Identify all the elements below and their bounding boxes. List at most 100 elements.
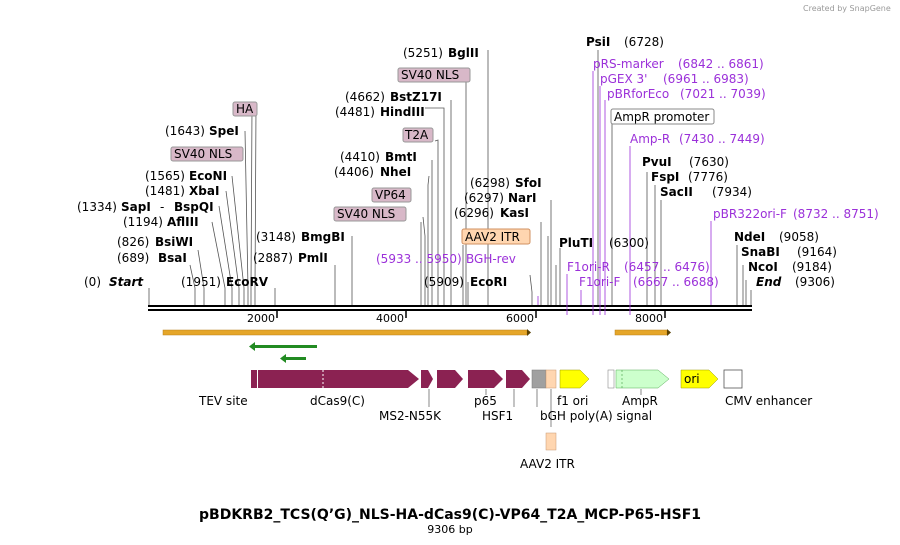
feature-labels: TEV site dCas9(C) MS2-N55K p65 HSF1 f1 o… — [198, 394, 812, 471]
dcas9-feature — [258, 370, 419, 388]
ruler-tick-6000: 6000 — [506, 312, 534, 325]
site-name: PsiI — [586, 35, 610, 49]
f1-ori-label: f1 ori — [557, 394, 588, 408]
snapgene-credit: Created by SnapGene — [803, 4, 891, 13]
site-name: BmgBI — [301, 230, 345, 244]
site-name: SapI — [121, 200, 151, 214]
aav2-itr-feature — [545, 369, 557, 389]
site-pos: (5251) — [403, 46, 443, 60]
site-name: EcoRI — [470, 275, 507, 289]
site-pos: (9164) — [797, 245, 837, 259]
primer-name: F1ori-F — [579, 275, 620, 289]
feature-row: ori — [251, 369, 743, 451]
cmv-enhancer-label: CMV enhancer — [725, 394, 812, 408]
ha-tag-label: HA — [236, 102, 254, 116]
p65-feature — [468, 370, 503, 388]
primer-range: (6961 .. 6983) — [663, 72, 749, 86]
primer-range: (6667 .. 6688) — [633, 275, 719, 289]
ruler-tick-4000: 4000 — [376, 312, 404, 325]
ampr-label: AmpR — [622, 394, 658, 408]
sv40-mid-label: SV40 NLS — [337, 207, 395, 221]
primer-range: (6457 .. 6476) — [624, 260, 710, 274]
cmv-enhancer-feature — [723, 369, 743, 389]
site-name: End — [756, 275, 782, 289]
hsf1-feature — [506, 370, 530, 388]
primer-name: pRS-marker — [593, 57, 664, 71]
site-pos: (1481) — [145, 184, 185, 198]
site-pos: (6296) — [454, 206, 494, 220]
ori-feature — [680, 369, 719, 389]
site-name: Start — [109, 275, 144, 289]
site-pos: (4406) — [334, 165, 374, 179]
t2a-label: T2A — [404, 128, 429, 142]
site-pos: (9184) — [792, 260, 832, 274]
backbone — [148, 305, 752, 311]
site-pos: (9306) — [795, 275, 835, 289]
site-pos: (4662) — [345, 90, 385, 104]
site-name: NdeI — [734, 230, 765, 244]
ampr-promoter-label: AmpR promoter — [614, 110, 709, 124]
primer-range: (5933 .. 5950) — [376, 252, 462, 266]
primer-name: pGEX 3' — [600, 72, 647, 86]
ms2-n55k-feature — [437, 370, 463, 388]
bgh-polya-label: bGH poly(A) signal — [540, 409, 652, 423]
site-name: BmtI — [385, 150, 417, 164]
primer-leaders — [537, 71, 712, 315]
site-name: KasI — [500, 206, 529, 220]
primer-name: pBR322ori-F — [713, 207, 787, 221]
site-name: PvuI — [642, 155, 672, 169]
site-leaders — [148, 50, 752, 305]
ruler-tick-2000: 2000 — [247, 312, 275, 325]
ori-label: ori — [684, 372, 700, 386]
primer-range: (7430 .. 7449) — [679, 132, 765, 146]
left-sites: (1643) SpeI (1565) EcoNI (1481) XbaI (13… — [77, 124, 345, 289]
site-pos: (1643) — [165, 124, 205, 138]
primer-name: F1ori-R — [567, 260, 610, 274]
aav2-itr-tag-label: AAV2 ITR — [465, 230, 520, 244]
tev-site-label: TEV site — [198, 394, 248, 408]
primer-range: (6842 .. 6861) — [678, 57, 764, 71]
site-pos: (6300) — [609, 236, 649, 250]
site-name: AflIII — [167, 215, 199, 229]
site-pos: (7934) — [712, 185, 752, 199]
site-name: BglII — [448, 46, 479, 60]
site-name: BsaI — [158, 251, 187, 265]
site-name: EcoNI — [189, 169, 227, 183]
site-name: BspQI — [174, 200, 214, 214]
svg-text:-: - — [160, 200, 164, 214]
site-pos: (1334) — [77, 200, 117, 214]
f1-ori-feature — [559, 369, 590, 389]
site-pos: (7630) — [689, 155, 729, 169]
right-primers: pRS-marker (6842 .. 6861) pGEX 3' (6961 … — [567, 57, 879, 289]
site-name: BsiWI — [155, 235, 193, 249]
site-pos: (1194) — [123, 215, 163, 229]
site-pos: (689) — [117, 251, 149, 265]
site-name: BstZ17I — [390, 90, 442, 104]
aav2-itr-lower-feature — [545, 432, 557, 451]
primer-name: Amp-R — [630, 132, 670, 146]
primer-name: pBRforEco — [607, 87, 669, 101]
mid-sites: (5251) BglII (4662) BstZ17I (4481) HindI… — [334, 46, 542, 289]
site-pos: (9058) — [779, 230, 819, 244]
site-name: NheI — [380, 165, 411, 179]
tag-boxes: HA SV40 NLS SV40 NLS T2A VP64 SV40 NLS A… — [170, 67, 715, 245]
site-pos: (7776) — [688, 170, 728, 184]
site-pos: (1565) — [145, 169, 185, 183]
ampr-feature — [615, 369, 670, 389]
aav2-itr-label: AAV2 ITR — [520, 457, 575, 471]
primer-range: (7021 .. 7039) — [680, 87, 766, 101]
site-name: FspI — [651, 170, 679, 184]
site-pos: (826) — [117, 235, 149, 249]
site-name: XbaI — [189, 184, 219, 198]
tev-site-feature — [251, 370, 257, 388]
site-pos: (1951) — [181, 275, 221, 289]
site-pos: (6728) — [624, 35, 664, 49]
site-name: SfoI — [515, 176, 542, 190]
sv40-top-label: SV40 NLS — [401, 68, 459, 82]
ruler-tick-8000: 8000 — [635, 312, 663, 325]
site-pos: (6298) — [470, 176, 510, 190]
ms2-feature — [421, 370, 433, 388]
site-name: PmlI — [298, 251, 328, 265]
ampr-promoter-feature — [607, 369, 615, 389]
site-pos: (0) — [84, 275, 101, 289]
